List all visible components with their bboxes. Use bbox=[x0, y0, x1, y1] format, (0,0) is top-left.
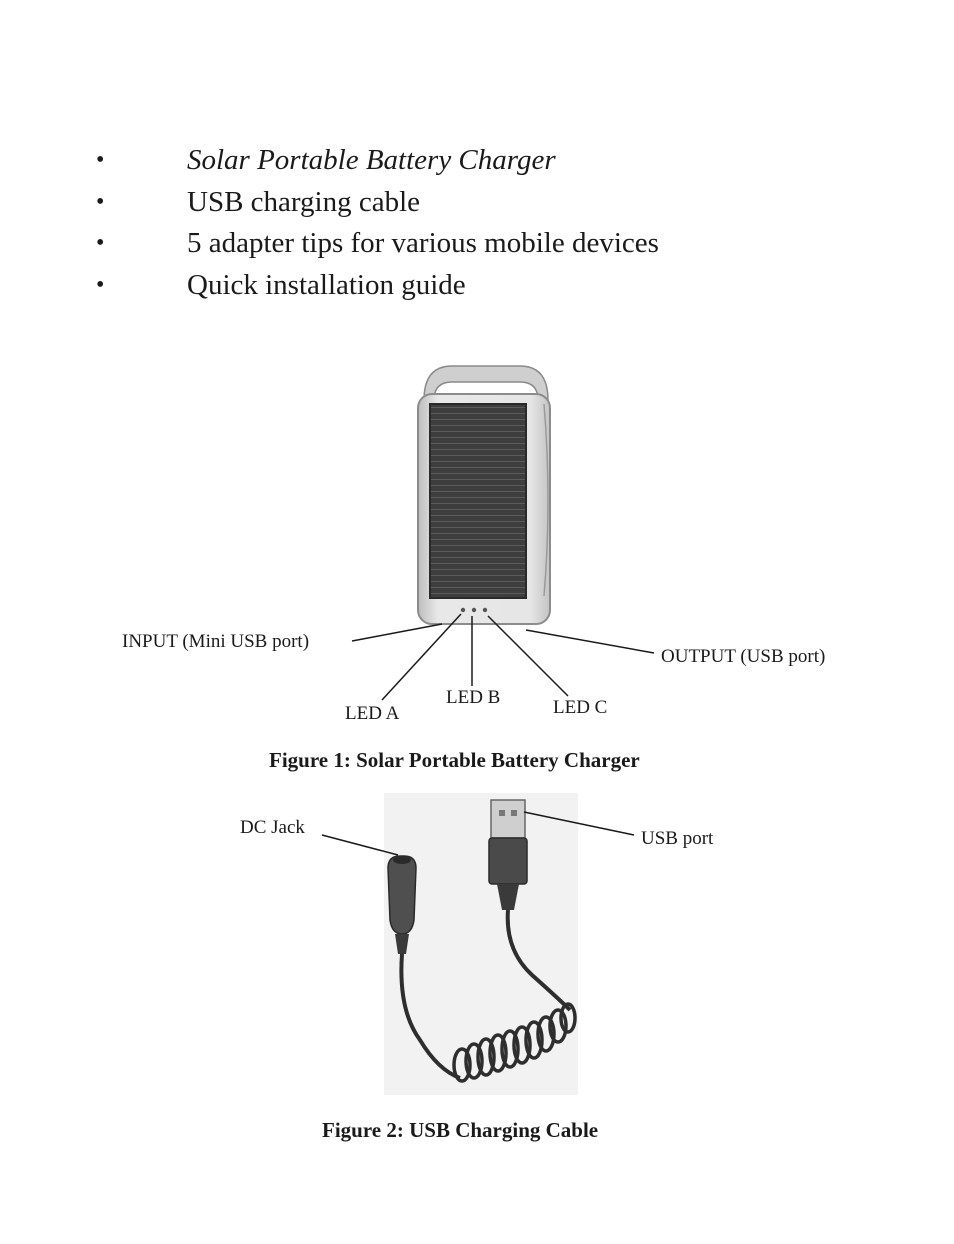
dc-cable bbox=[399, 953, 461, 1080]
input-leader-line bbox=[351, 623, 443, 642]
usb-cable bbox=[505, 909, 572, 1012]
charger-side-edge bbox=[543, 403, 549, 597]
led-b-indicator bbox=[471, 607, 477, 613]
figure2-caption: Figure 2: USB Charging Cable bbox=[322, 1118, 599, 1142]
dc-jack-body bbox=[387, 855, 417, 935]
bullet-icon: • bbox=[96, 188, 105, 215]
bullet-icon: • bbox=[96, 271, 105, 298]
list-item-text: USB charging cable bbox=[187, 185, 421, 218]
coiled-cable bbox=[452, 1002, 577, 1083]
solar-panel bbox=[429, 403, 527, 599]
figure1-caption: Figure 1: Solar Portable Battery Charger bbox=[269, 748, 640, 772]
input-port-label: INPUT (Mini USB port) bbox=[122, 631, 310, 652]
list-item-text: Quick installation guide bbox=[187, 268, 466, 301]
dc-jack-label: DC Jack bbox=[240, 817, 305, 838]
usb-cable-illustration bbox=[387, 799, 577, 1083]
bullet-icon: • bbox=[96, 230, 105, 256]
usb-port-label: USB port bbox=[641, 828, 714, 849]
led-a-indicator bbox=[460, 607, 466, 613]
output-port-label: OUTPUT (USB port) bbox=[661, 646, 826, 667]
figure1-leader-lines bbox=[351, 613, 655, 701]
led-b-label: LED B bbox=[446, 687, 501, 708]
usb-port-leader-line bbox=[523, 811, 635, 836]
usb-plug-metal bbox=[490, 799, 526, 839]
led-a-leader-line bbox=[381, 613, 462, 701]
led-c-indicator bbox=[482, 607, 488, 613]
list-item-text: 5 adapter tips for various mobile device… bbox=[187, 227, 659, 259]
usb-plug-housing bbox=[488, 837, 528, 885]
solar-charger-illustration bbox=[417, 365, 551, 625]
led-c-label: LED C bbox=[553, 697, 608, 718]
list-item-text: Solar Portable Battery Charger bbox=[187, 144, 556, 176]
figure2-leader-lines bbox=[321, 811, 635, 856]
bullet-icon: • bbox=[96, 147, 105, 173]
led-c-leader-line bbox=[487, 615, 569, 697]
led-a-label: LED A bbox=[345, 703, 400, 724]
output-leader-line bbox=[525, 629, 655, 654]
dc-jack-leader-line bbox=[321, 834, 399, 856]
